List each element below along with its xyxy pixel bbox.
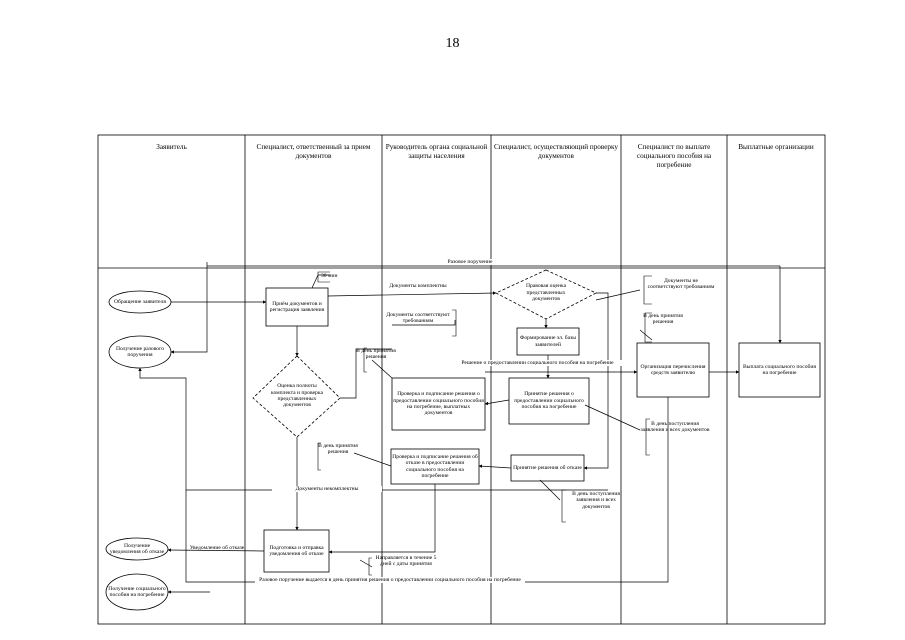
lane-title-payout-org: Выплатные организации <box>738 143 814 151</box>
node-prepare-refusal: Подготовка и отправка уведомления об отк… <box>269 544 324 557</box>
sign-refusal-box <box>390 448 480 485</box>
callout-receipt-1 <box>645 418 650 456</box>
label-docs-not-match: Документы не соответствуют требованиям <box>647 278 715 291</box>
node-appeal: Обращение заявителя <box>113 298 166 305</box>
label-30min: 30 мин <box>321 273 338 279</box>
label-receipt-2: В день поступления заявления и всех доку… <box>572 491 620 510</box>
node-decide-refusal: Принятие решения об отказе <box>513 464 582 471</box>
label-decision-day-3: В день принятия решения <box>318 443 358 456</box>
label-order-issued: Разовое поручение выдается в день принят… <box>255 577 525 584</box>
label-docs-complete: Документы комплектны <box>389 283 447 289</box>
callout-30min <box>317 271 330 283</box>
page-number: 18 <box>445 36 460 51</box>
node-payout: Выплата социального пособия на погребени… <box>743 363 816 376</box>
callout-not-match <box>643 275 652 305</box>
callout-decision-2 <box>644 312 652 343</box>
node-receive-refusal: Получение уведомления об отказе <box>109 542 165 555</box>
callout-decision-1 <box>363 347 367 373</box>
label-receipt-1: В день поступления заявления и всех доку… <box>640 421 710 434</box>
node-sign-grant: Проверка и подписание решения о предоста… <box>393 391 484 417</box>
label-decision-day-1: В день принятия решения <box>356 348 396 361</box>
node-assess-completeness: Оценка полноты комплекта и проверка пред… <box>271 383 323 409</box>
callout-decision-3 <box>317 442 321 471</box>
callout-receipt-2 <box>561 489 566 523</box>
node-receive-order: Получение разового поручения <box>115 345 165 358</box>
node-accept-docs: Приём документов и регистрация заявления <box>269 300 325 313</box>
lane-title-intake-specialist: Специалист, ответственный за прием докум… <box>256 143 371 160</box>
node-receive-payment: Получение социального пособия на погребе… <box>108 585 166 598</box>
assess-diamond <box>252 355 341 438</box>
lane-title-check-specialist: Специалист, осуществляющий проверку доку… <box>493 143 619 160</box>
label-refusal-notice: Уведомление об отказе <box>189 545 245 551</box>
decide-grant-box <box>508 377 590 425</box>
label-decision-grant: Решение о предоставлении социального пос… <box>450 360 625 367</box>
label-sent-within-5: Направляется в течение 5 дней с даты при… <box>375 555 437 568</box>
accept-docs-box <box>265 287 329 327</box>
label-one-time-order: Разовое поручение <box>420 259 520 266</box>
swimlane-frame <box>97 134 826 625</box>
node-organize-transfer: Организация перечисления средств заявите… <box>640 363 706 376</box>
lane-title-payment-specialist: Специалист по выплате социального пособи… <box>636 143 712 169</box>
callout-sent-5 <box>368 557 372 576</box>
node-decide-grant: Принятие решения о предоставлении социал… <box>514 391 584 411</box>
sign-grant-box <box>391 377 486 431</box>
organize-transfer-box <box>636 342 710 398</box>
callout-docs-match <box>452 309 457 337</box>
node-sign-refusal: Проверка и подписание решения об отказе … <box>392 453 478 479</box>
node-form-db: Формирование эл. базы заявителей <box>519 335 577 348</box>
label-decision-day-2: В день принятия решения <box>643 313 683 326</box>
lane-title-head: Руководитель органа социальной защиты на… <box>385 143 488 160</box>
lane-title-applicant: Заявитель <box>156 143 187 151</box>
label-docs-match: Документы соответствуют требованиям <box>386 312 450 325</box>
form-db-box <box>516 327 580 356</box>
label-docs-incomplete: Документы некомплектны <box>272 486 382 493</box>
node-legal-check: Правовая оценка представленных документо… <box>525 283 567 303</box>
payout-box <box>738 342 821 398</box>
